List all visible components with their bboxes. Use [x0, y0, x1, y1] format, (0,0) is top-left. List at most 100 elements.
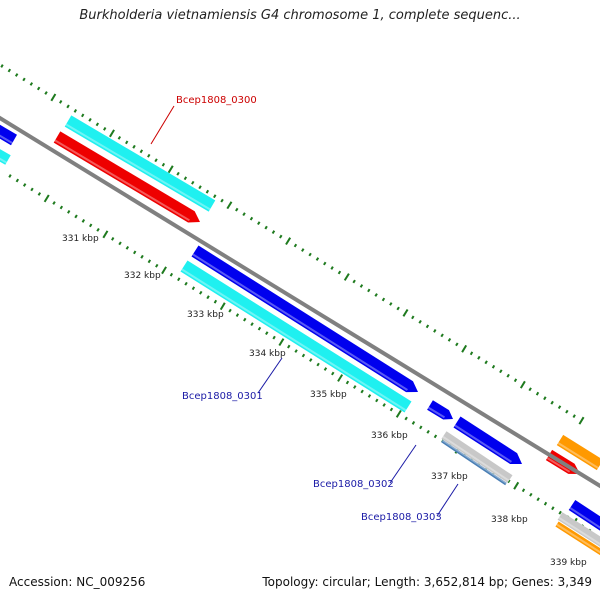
- outer-tick-48: [352, 279, 356, 284]
- inner-tick-35: [265, 331, 269, 336]
- outer-tick-42: [308, 252, 312, 257]
- inner-tick-14: [111, 236, 115, 241]
- outer-tick-3: [22, 77, 26, 82]
- cds-0300-shine: [54, 139, 190, 222]
- inner-tick-30: [228, 308, 232, 313]
- orange-feature-1: [556, 434, 600, 471]
- outer-tick-24: [176, 171, 180, 176]
- inner-tick-21: [161, 266, 167, 275]
- outer-tick-29: [213, 194, 217, 199]
- inner-tick-31: [235, 313, 240, 318]
- cds-0300: [53, 131, 201, 223]
- callout-line-0300: [150, 105, 175, 145]
- inner-tick-53: [395, 409, 402, 418]
- inner-tick-70: [521, 488, 526, 493]
- tick-label-337: 337 kbp: [431, 472, 468, 482]
- outer-tick-25: [183, 176, 188, 181]
- inner-tick-56: [419, 425, 423, 430]
- tick-label-336: 336 kbp: [371, 431, 408, 441]
- outer-tick-11: [81, 113, 85, 118]
- tick-label-331: 331 kbp: [62, 234, 99, 244]
- feature-track: [0, 115, 600, 556]
- outer-tick-66: [484, 360, 488, 365]
- gene-0303-edge-body: [441, 439, 507, 486]
- outer-tick-73: [535, 391, 540, 396]
- orange-feature-2-shine: [556, 523, 600, 554]
- outer-tick-53: [389, 302, 393, 306]
- inner-tick-42: [316, 362, 320, 367]
- inner-tick-75: [558, 510, 562, 515]
- outer-tick-62: [455, 342, 459, 347]
- inner-tick-ring: [8, 174, 592, 533]
- outer-tick-8: [59, 100, 63, 104]
- cds-0301-body: [191, 245, 418, 393]
- outer-tick-16: [117, 135, 122, 140]
- orange-feature-2-body: [555, 521, 600, 556]
- orange-feature-1-body: [556, 434, 600, 471]
- outer-tick-20: [147, 153, 151, 158]
- outer-tick-79: [578, 416, 585, 425]
- inner-tick-69: [513, 481, 520, 490]
- callout-line-0302: [389, 444, 417, 484]
- outer-tick-14: [103, 126, 107, 131]
- inner-tick-20: [155, 263, 159, 268]
- inner-tick-23: [177, 277, 181, 282]
- outer-tick-76: [557, 405, 562, 410]
- gene-label-0300[interactable]: Bcep1808_0300: [176, 95, 257, 106]
- inner-tick-29: [219, 302, 226, 311]
- gray-feature-right-body: [557, 512, 600, 547]
- outer-tick-40: [293, 243, 298, 248]
- cds-edge-blue-body: [0, 124, 17, 146]
- outer-tick-69: [506, 373, 510, 378]
- cds-0302: [427, 400, 453, 420]
- inner-tick-46: [345, 380, 350, 385]
- outer-tick-77: [565, 409, 569, 414]
- outer-tick-22: [161, 162, 166, 167]
- cds-0303-body: [453, 416, 522, 464]
- outer-tick-0: [0, 64, 4, 68]
- gene-0300: [64, 115, 216, 212]
- outer-tick-46: [337, 270, 342, 275]
- outer-tick-44: [323, 261, 327, 266]
- topology-summary: Topology: circular; Length: 3,652,814 bp…: [262, 575, 592, 589]
- outer-tick-49: [359, 284, 364, 288]
- outer-tick-54: [396, 306, 400, 311]
- inner-tick-48: [360, 389, 364, 394]
- outer-tick-36: [264, 225, 268, 230]
- blue-feature-right-body: [568, 500, 600, 531]
- map-title: Burkholderia vietnamiensis G4 chromosome…: [79, 8, 521, 23]
- inner-tick-13: [102, 230, 109, 239]
- gene-label-0303[interactable]: Bcep1808_0303: [361, 512, 442, 523]
- outer-tick-13: [95, 122, 100, 127]
- inner-tick-4: [37, 192, 42, 196]
- outer-tick-32: [235, 207, 239, 212]
- cds-0301: [191, 245, 418, 393]
- inner-tick-44: [331, 371, 335, 376]
- inner-tick-12: [96, 227, 100, 232]
- outer-tick-33: [242, 212, 246, 217]
- inner-tick-72: [536, 497, 540, 502]
- inner-tick-9: [74, 214, 78, 219]
- outer-tick-9: [66, 104, 70, 109]
- accession-text: Accession: NC_009256: [9, 575, 146, 589]
- outer-tick-38: [279, 234, 283, 239]
- backbone-line: [0, 115, 600, 489]
- outer-tick-31: [226, 201, 233, 210]
- gene-0300-body: [64, 115, 216, 212]
- red-feature-right-shine: [546, 457, 571, 473]
- outer-tick-52: [381, 297, 386, 302]
- inner-tick-32: [243, 317, 247, 322]
- inner-tick-73: [543, 501, 548, 506]
- gene-label-0302[interactable]: Bcep1808_0302: [313, 479, 394, 490]
- inner-tick-55: [411, 420, 416, 425]
- inner-tick-43: [323, 367, 328, 371]
- gene-label-0301[interactable]: Bcep1808_0301: [182, 391, 263, 402]
- inner-tick-10: [81, 218, 86, 223]
- outer-tick-60: [440, 333, 444, 338]
- inner-tick-34: [257, 326, 262, 331]
- inner-tick-22: [169, 272, 174, 277]
- inner-tick-47: [353, 385, 357, 389]
- outer-tick-70: [513, 378, 518, 383]
- inner-tick-0: [8, 174, 12, 178]
